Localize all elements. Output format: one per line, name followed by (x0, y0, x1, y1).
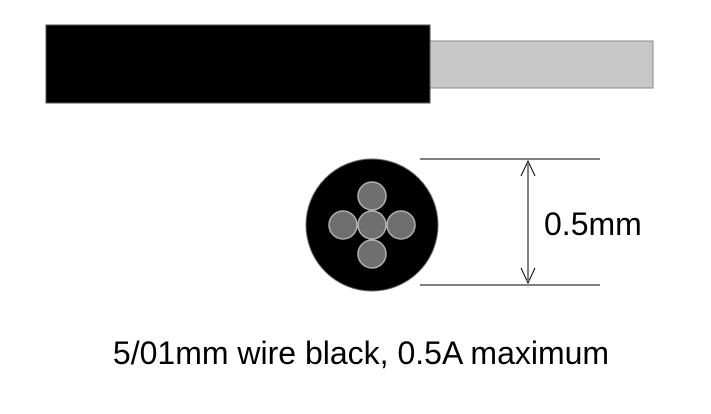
dimension-marker (420, 158, 600, 286)
strand-top (357, 181, 387, 211)
wire-cross-section-icon (305, 158, 439, 292)
caption: 5/01mm wire black, 0.5A maximum (113, 335, 609, 371)
wire-side-view-icon (45, 24, 654, 104)
wire-insulation (45, 24, 431, 104)
strand-left (328, 210, 358, 240)
strand-right (386, 210, 416, 240)
strand-center (357, 210, 387, 240)
double-arrow-vertical-icon (520, 159, 536, 285)
exposed-conductor (419, 40, 654, 89)
diameter-label: 0.5mm (544, 206, 642, 242)
strand-bottom (357, 239, 387, 269)
